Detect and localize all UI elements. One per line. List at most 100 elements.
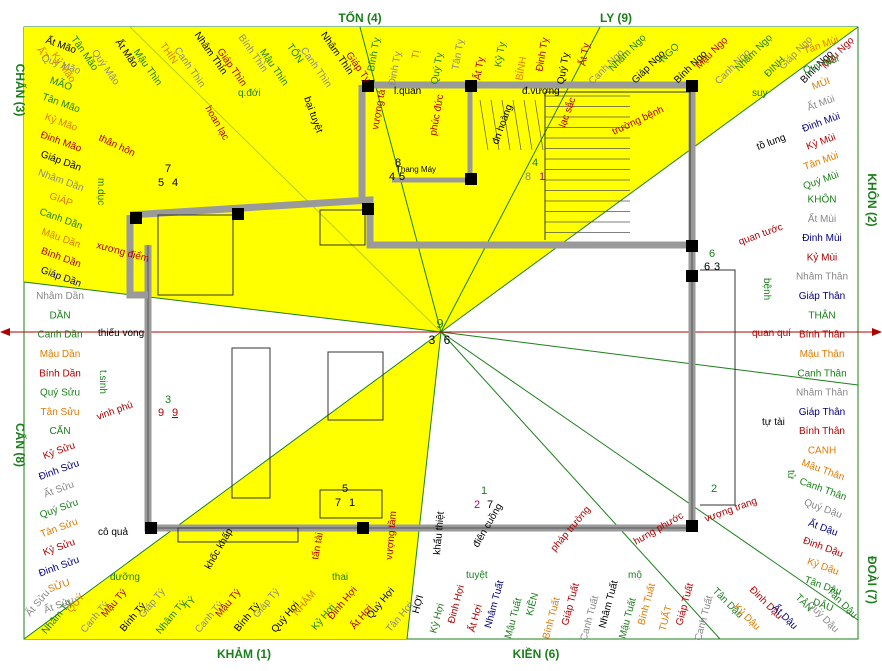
sector-north-yellow: [360, 27, 858, 332]
label-khau-thiet: khẩu thiệt: [431, 511, 447, 555]
label-d-vuong: đ.vượng: [522, 86, 560, 97]
axis-arrow-left: [0, 328, 10, 336]
ring-label: Ất Tỵ: [470, 56, 487, 81]
ring-label: Kỷ Tỵ: [492, 41, 508, 68]
label-tu: tử: [785, 470, 797, 480]
label-tuyet: tuyệt: [466, 570, 488, 581]
direction-chan: CHẤN (3): [13, 64, 28, 117]
column-block: [465, 80, 477, 92]
svg-text:9: 9: [436, 316, 443, 331]
sector-line: [406, 331, 442, 640]
stars-nw-room: 7 5 4: [158, 163, 178, 189]
label-thang-may: Thang Máy: [396, 165, 436, 174]
svg-text:9: 9: [158, 407, 164, 419]
ring-label: Nhâm Thân: [796, 388, 848, 399]
svg-text:6: 6: [709, 248, 715, 260]
ring-label: Canh Dần: [37, 329, 82, 341]
stars-west: 3 9 9: [158, 394, 178, 419]
label-co-qua: cô quả: [98, 527, 128, 538]
label-tan-tai: tấn tài: [309, 532, 326, 561]
stars-stair: 4 8 1: [525, 157, 545, 183]
label-thai: thai: [332, 572, 348, 583]
ring-label: CẤN: [49, 424, 70, 437]
ring-label: DẦN: [49, 308, 70, 321]
ring-label: Quý Tỵ: [429, 52, 445, 85]
ring-label: Bính Thân: [799, 330, 845, 341]
stair-tread: [512, 99, 522, 151]
direction-doai: ĐOÀI (7): [865, 556, 880, 604]
stars-kitchen: 5 7 1: [335, 483, 355, 509]
svg-text:1: 1: [481, 485, 487, 497]
column-block: [232, 208, 244, 220]
stair-tread: [501, 99, 511, 151]
stair-tread: [534, 99, 544, 151]
label-benh: bệnh: [761, 278, 772, 300]
ring-label: BÍNH: [512, 55, 529, 81]
svg-text:3: 3: [429, 333, 436, 347]
label-m-duc: m.dục: [95, 178, 106, 205]
svg-text:5: 5: [399, 171, 405, 183]
column-block: [130, 212, 142, 224]
svg-text:4: 4: [389, 171, 395, 183]
ring-label: Quý Sửu: [40, 387, 80, 399]
svg-text:7: 7: [335, 497, 341, 509]
direction-ton: TỐN (4): [338, 10, 381, 25]
label-t-sinh: t.sinh: [97, 370, 108, 394]
svg-text:6: 6: [444, 333, 451, 347]
column-block: [686, 80, 698, 92]
direction-can: CẤN (8): [13, 423, 28, 467]
ring-label: Kỷ Mùi: [807, 251, 838, 263]
svg-text:3: 3: [714, 261, 720, 273]
stair-tread: [479, 99, 489, 151]
column-block: [465, 173, 477, 185]
stars-elevator: 8 4 5: [389, 157, 405, 183]
svg-text:7: 7: [487, 499, 493, 511]
direction-kham: KHẢM (1): [217, 646, 271, 661]
svg-text:3: 3: [165, 394, 171, 406]
ring-label: CANH: [808, 446, 836, 457]
ring-label: Bính Dần: [39, 367, 81, 379]
ring-label: KHÔN: [808, 192, 837, 205]
ring-label: Giáp Thân: [799, 407, 846, 418]
column-block: [145, 522, 157, 534]
ring-label: Mậu Dần: [40, 348, 81, 360]
label-q-doi: q.đới: [238, 88, 261, 99]
ring-label: Tân Tỵ: [450, 38, 466, 70]
column-block: [686, 520, 698, 532]
svg-text:9: 9: [172, 407, 178, 419]
svg-text:4: 4: [172, 177, 178, 189]
svg-text:8: 8: [525, 171, 531, 183]
ring-label: Giáp Thân: [799, 291, 846, 302]
ring-label: Ất Mùi: [808, 212, 836, 225]
column-block: [362, 203, 374, 215]
label-vuong-tam: vượng tầm: [383, 511, 399, 561]
column-block: [686, 240, 698, 252]
label-l-quan: l.quan: [394, 86, 421, 97]
stair-tread: [523, 99, 533, 151]
stars-east: 6 6 3: [704, 248, 720, 273]
ring-label: Bính Thân: [799, 426, 845, 437]
ring-label: Mậu Thân: [800, 349, 845, 360]
sector-line: [440, 331, 859, 621]
stair-tread: [490, 99, 500, 151]
stars-se: 2: [711, 483, 717, 495]
direction-ly: LY (9): [600, 11, 632, 25]
ring-label: Quý Tỵ: [556, 52, 572, 85]
sector-line: [440, 26, 859, 333]
sector-line: [440, 331, 859, 386]
stars-center: 9 3 6: [429, 316, 451, 347]
sector-line: [440, 26, 601, 333]
ring-label: Đinh Mùi: [802, 233, 841, 244]
direction-kien: KIỀN (6): [513, 646, 560, 661]
label-tu-tai: tự tài: [762, 417, 785, 428]
ring-label: Nhâm Dần: [36, 290, 84, 302]
label-suy: suy: [752, 88, 768, 99]
stair-treads: [479, 95, 630, 233]
column-block: [686, 270, 698, 282]
ring-label: Ất Tỵ: [576, 42, 593, 67]
sector-line: [440, 331, 721, 640]
ring-label: Canh Thân: [797, 368, 846, 379]
label-thieu-vong: thiếu vong: [98, 327, 144, 339]
